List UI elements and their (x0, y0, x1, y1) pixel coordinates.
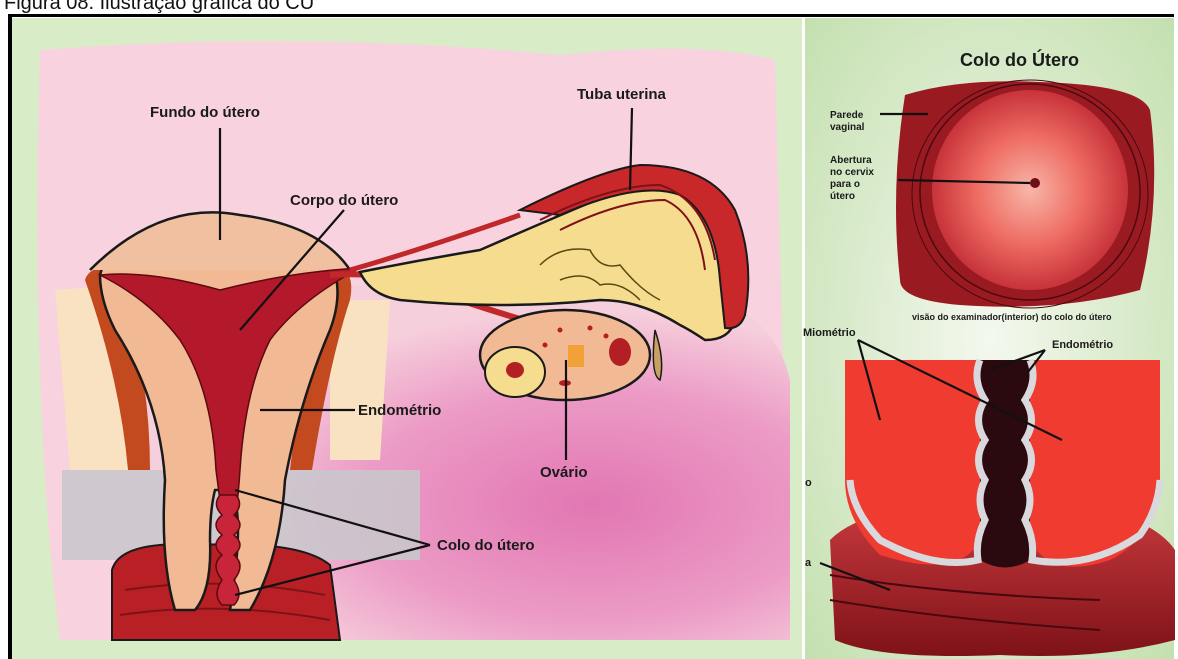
left-panel: Fundo do útero Tuba uterina Corpo do úte… (12, 18, 802, 659)
label-abertura-4: útero (830, 191, 855, 202)
cervix-cross-section (830, 360, 1175, 656)
label-cut-a: a (805, 557, 812, 569)
right-panel: Colo do Útero Parede vaginal Abertura no… (803, 18, 1175, 659)
label-ovario: Ovário (540, 464, 588, 481)
label-parede-2: vaginal (830, 122, 865, 133)
right-title: Colo do Útero (960, 49, 1079, 70)
cervix-front-view (896, 80, 1154, 308)
label-parede-1: Parede (830, 110, 864, 121)
label-colo: Colo do útero (437, 537, 535, 554)
cervical-canal (216, 495, 240, 605)
label-abertura-1: Abertura (830, 155, 872, 166)
label-endometrio: Endométrio (358, 402, 441, 419)
label-cut-o: o (805, 477, 812, 489)
label-abertura-2: no cervix (830, 167, 874, 178)
label-endometrio-right: Endométrio (1052, 339, 1113, 351)
label-fundo: Fundo do útero (150, 104, 260, 121)
label-tuba: Tuba uterina (577, 86, 667, 103)
label-abertura-3: para o (830, 179, 860, 190)
label-visao: visão do examinador(interior) do colo do… (912, 312, 1112, 322)
label-corpo: Corpo do útero (290, 192, 398, 209)
label-miometrio: Miométrio (803, 327, 856, 339)
